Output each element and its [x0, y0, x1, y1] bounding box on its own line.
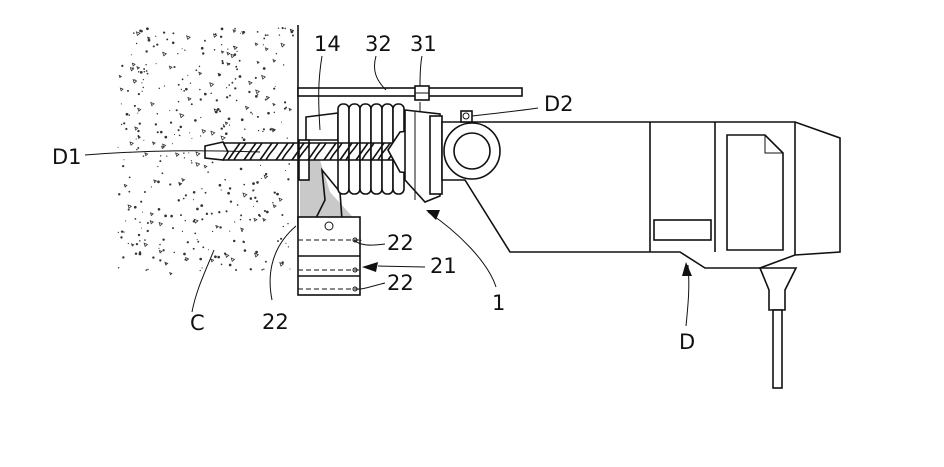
label-D2: D2	[544, 92, 574, 116]
rail-block	[414, 85, 430, 101]
chuck-assembly	[387, 102, 443, 203]
guide-rail	[297, 87, 523, 97]
label-D1: D1	[52, 145, 82, 169]
label-22-lower: 22	[387, 271, 414, 295]
arrow-heads	[362, 210, 692, 276]
label-22-wall: 22	[262, 310, 289, 334]
label-14: 14	[314, 32, 341, 56]
label-32: 32	[365, 32, 392, 56]
label-C: C	[190, 311, 205, 335]
concrete-texture	[117, 26, 295, 276]
label-D: D	[679, 330, 695, 354]
collector-bins	[297, 216, 361, 296]
label-21: 21	[430, 254, 457, 278]
label-22-upper: 22	[387, 231, 414, 255]
label-1: 1	[492, 291, 505, 315]
hammer-drill-body	[441, 110, 841, 389]
label-31: 31	[410, 32, 437, 56]
reference-labels: 14 32 31 D2 D1 22 21 22 1 C 22 D	[52, 32, 695, 354]
drill-bit	[204, 141, 407, 161]
